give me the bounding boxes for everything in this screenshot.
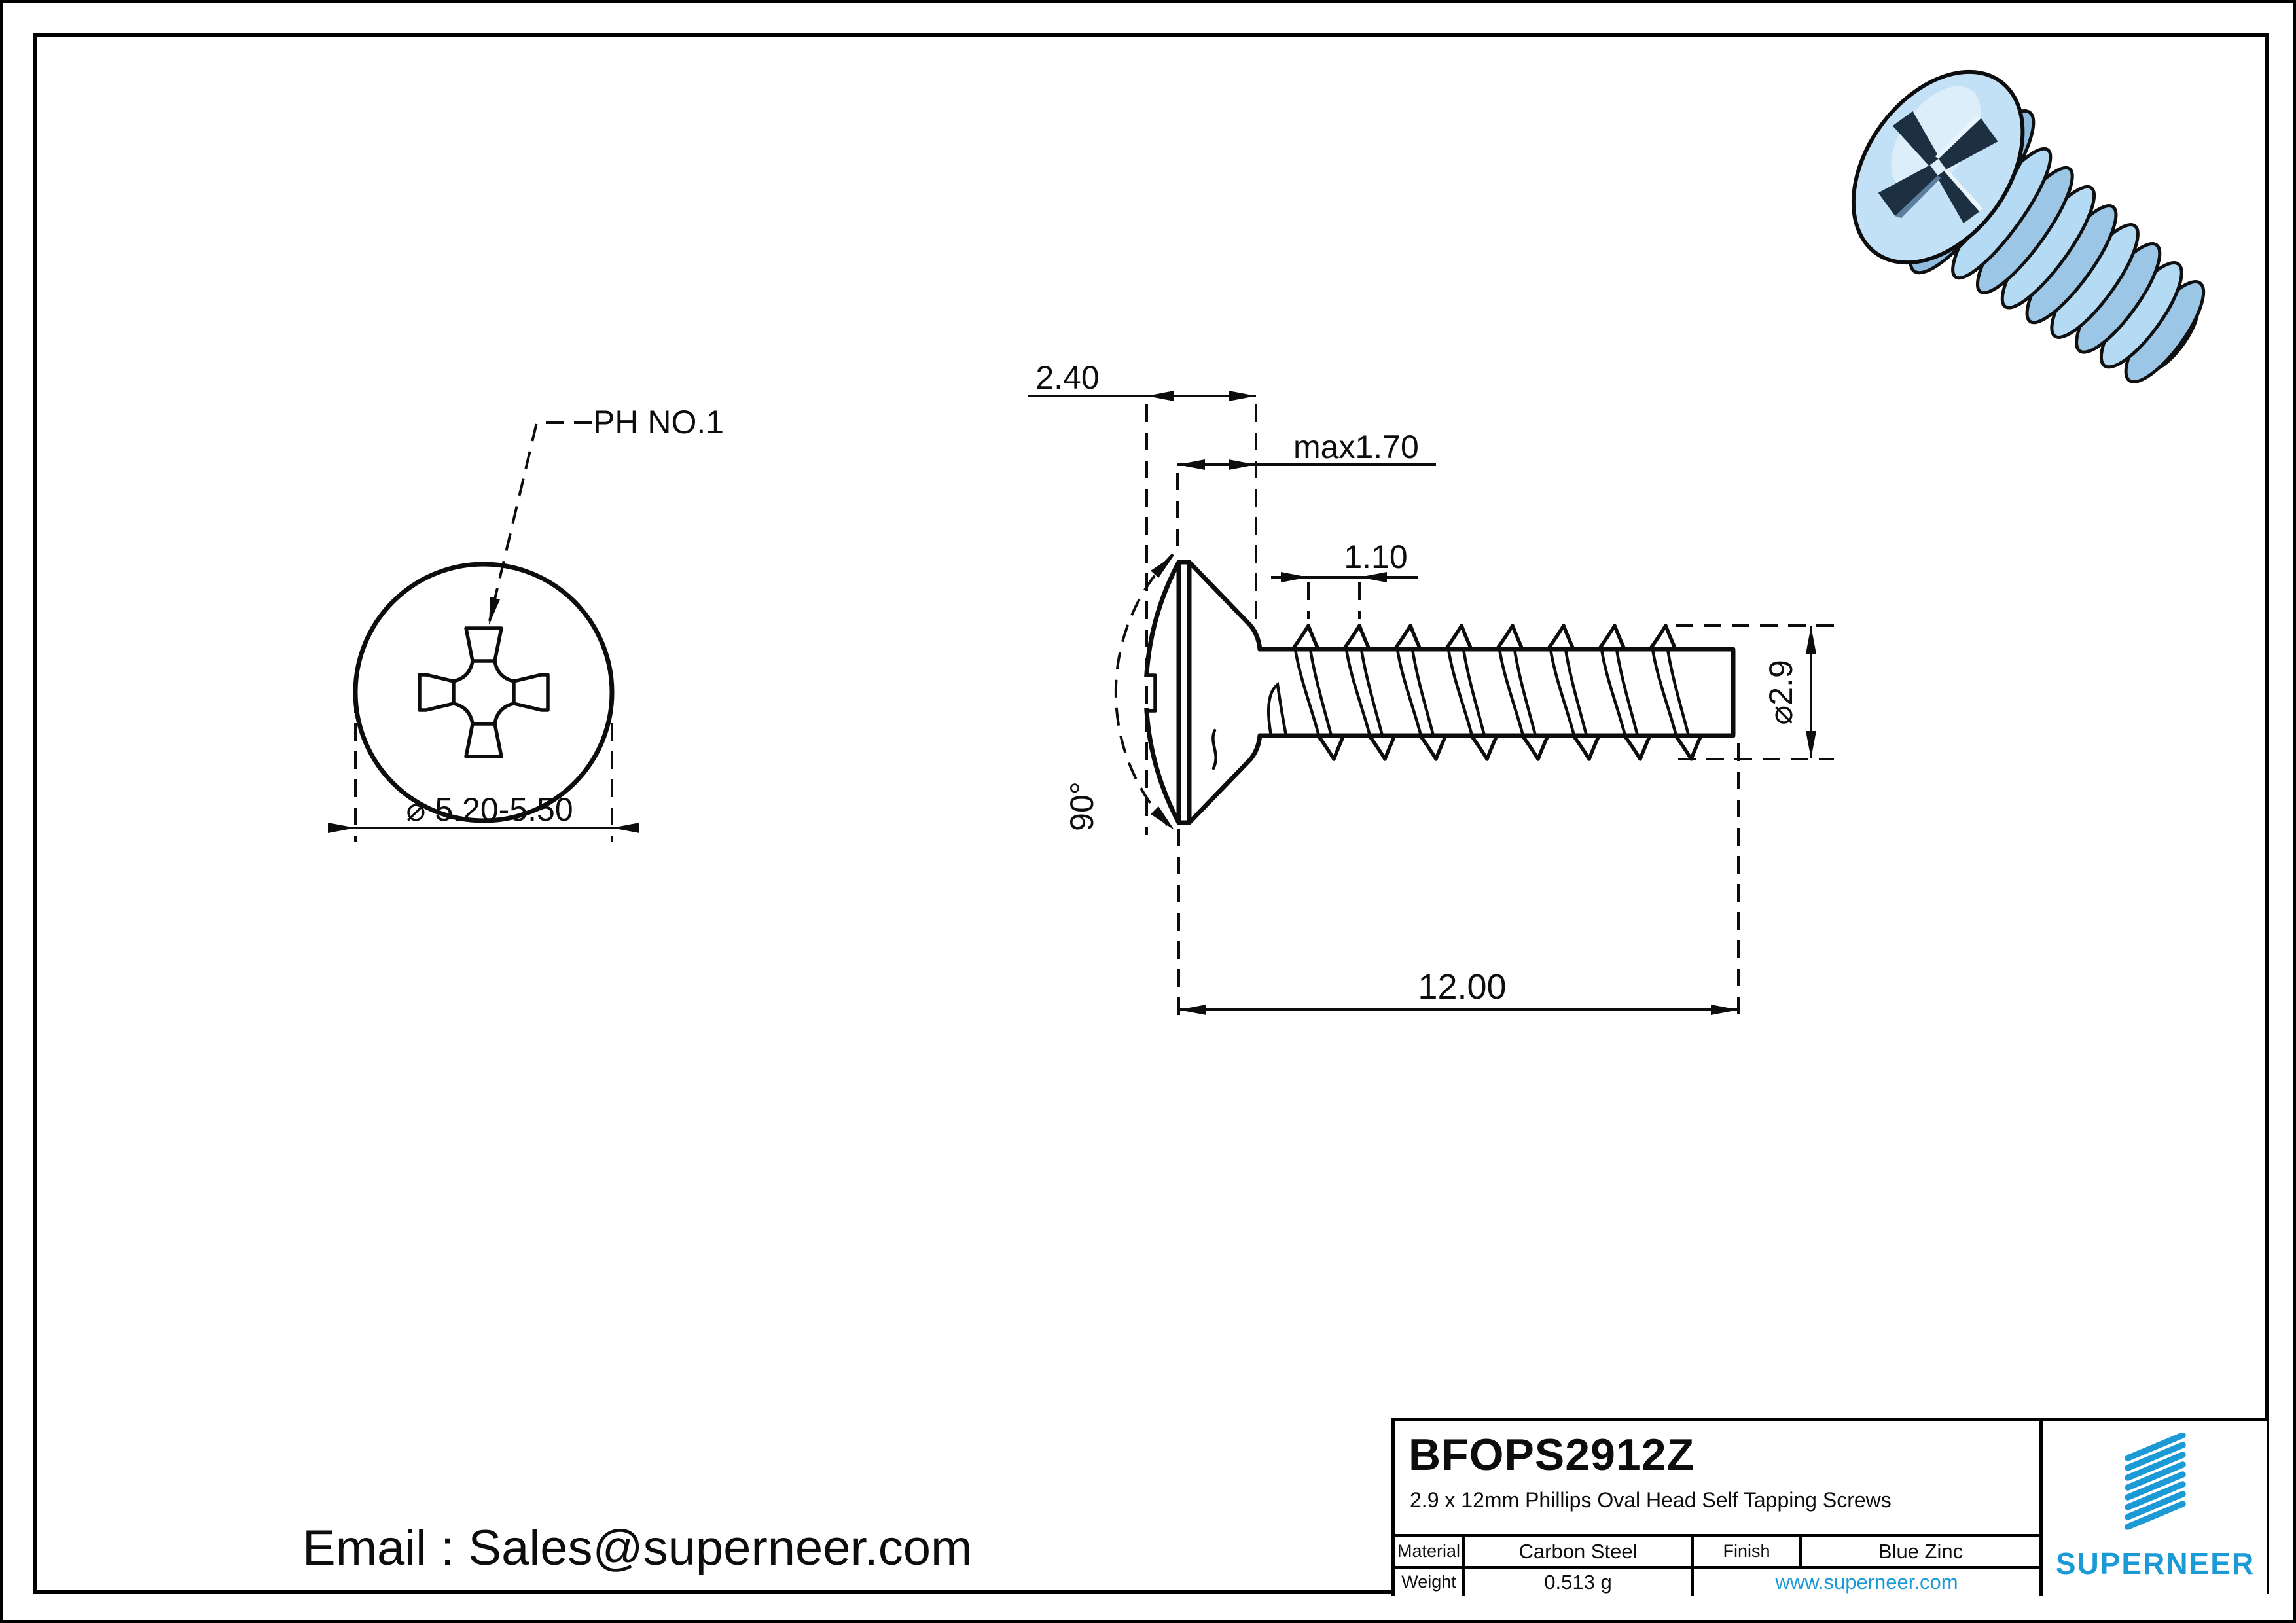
technical-drawing-canvas: PH NO.1 ⌀ 5.20-5.50: [328, 69, 2206, 1018]
head-angle-value: 90°: [1064, 781, 1100, 831]
dimension-countersink-height: max1.70: [1176, 429, 1436, 554]
drive-leader: [488, 421, 592, 625]
head-total-height-value: 2.40: [1035, 359, 1099, 396]
thread-diameter-value: ⌀2.9: [1763, 660, 1799, 725]
head-cone-bottom: [1187, 733, 1263, 825]
dimension-head-angle: 90°: [1064, 553, 1174, 832]
thread-crests-top: [1291, 624, 1677, 651]
length-value: 12.00: [1418, 967, 1506, 1007]
phillips-cross-3d-icon: [1878, 111, 1998, 224]
material-label: Material: [1395, 1537, 1465, 1566]
weight-label: Weight: [1395, 1566, 1465, 1596]
dimension-length: 12.00: [1177, 743, 1740, 1018]
dimension-thread-pitch: 1.10: [1271, 539, 1418, 619]
head-diameter-value: ⌀ 5.20-5.50: [406, 791, 573, 828]
thread-pitch-value: 1.10: [1344, 539, 1407, 575]
contact-email: Email : Sales@superneer.com: [302, 1520, 973, 1576]
dimension-thread-diameter: ⌀2.9: [1676, 624, 1834, 760]
thread-helix-lines: [1293, 647, 1691, 738]
phillips-recess-icon: [418, 626, 550, 758]
weight-value: 0.513 g: [1465, 1566, 1694, 1596]
website-link[interactable]: www.superneer.com: [1775, 1570, 1958, 1594]
logo-stripes-icon: [2125, 1433, 2186, 1530]
recess-notch: [1144, 673, 1157, 713]
title-block-info: BFOPS2912Z 2.9 x 12mm Phillips Oval Head…: [1395, 1421, 2039, 1596]
head-outline-circle: [353, 562, 615, 823]
finish-value: Blue Zinc: [1878, 1539, 1964, 1563]
dimension-head-diameter: ⌀ 5.20-5.50: [328, 695, 639, 842]
screw-3d-image: [1851, 69, 2206, 384]
part-number: BFOPS2912Z: [1408, 1430, 1695, 1480]
crown-edge-lines: [1176, 560, 1192, 825]
spec-table: Material Carbon Steel Finish Blue Zinc W…: [1395, 1534, 2039, 1596]
part-description: 2.9 x 12mm Phillips Oval Head Self Tappi…: [1410, 1488, 1892, 1512]
drawing-frame-border: [33, 33, 2269, 1594]
leader-arrowhead: [489, 597, 500, 625]
countersink-height-value: max1.70: [1293, 429, 1419, 465]
side-view: 2.40 max1.70 1.10: [1028, 359, 1834, 1018]
front-view: PH NO.1 ⌀ 5.20-5.50: [328, 404, 724, 842]
brand-panel: SUPERNEER: [2039, 1421, 2267, 1596]
title-block: BFOPS2912Z 2.9 x 12mm Phillips Oval Head…: [1391, 1418, 2267, 1596]
drive-size-label: PH NO.1: [593, 404, 724, 440]
thread-crests-bottom: [1316, 734, 1703, 761]
head-cone-top: [1187, 560, 1263, 652]
material-value: Carbon Steel: [1465, 1537, 1694, 1566]
dimension-head-total-height: 2.40: [1028, 359, 1257, 835]
finish-label: Finish: [1694, 1537, 1802, 1566]
brand-name: SUPERNEER: [2055, 1546, 2255, 1580]
